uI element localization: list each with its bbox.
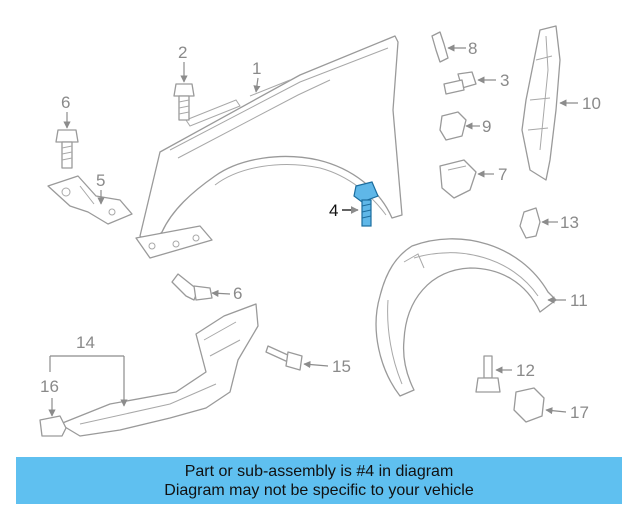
callout-14: 14 (76, 333, 95, 352)
callout-15: 15 (332, 357, 351, 376)
callout-6-lower: 6 (233, 284, 242, 303)
seal-part-10[interactable] (521, 25, 561, 181)
callout-13: 13 (560, 213, 579, 232)
callout-3: 3 (500, 71, 509, 90)
callout-8: 8 (468, 39, 477, 58)
callout-10: 10 (582, 94, 601, 113)
callout-labels: 1 2 3 4 5 6 6 7 8 9 10 11 12 13 14 15 16… (40, 39, 601, 422)
callout-16: 16 (40, 377, 59, 396)
bolt-part-6-lower[interactable] (171, 273, 213, 301)
callout-4: 4 (329, 201, 338, 220)
banner-line-disclaimer: Diagram may not be specific to your vehi… (164, 481, 474, 499)
block-part-17[interactable] (513, 387, 545, 423)
liner-part-11[interactable] (375, 238, 557, 397)
bolt-part-3[interactable] (443, 71, 477, 95)
banner-line-part-number: Part or sub-assembly is #4 in diagram (184, 462, 454, 480)
bolt-part-6-upper[interactable] (55, 129, 79, 169)
bolt-part-4-highlighted[interactable] (353, 181, 379, 227)
callout-9: 9 (482, 117, 491, 136)
callout-17: 17 (570, 403, 589, 422)
callout-2: 2 (178, 43, 187, 62)
callout-1: 1 (252, 59, 261, 78)
callout-7: 7 (498, 165, 507, 184)
block-part-7[interactable] (439, 159, 477, 199)
bolt-part-2[interactable] (173, 83, 195, 121)
bolt-part-12[interactable] (475, 355, 501, 393)
cap-part-9[interactable] (439, 111, 467, 141)
clip-part-13[interactable] (519, 207, 541, 239)
clip-part-8[interactable] (431, 31, 449, 63)
undercover-part-14[interactable] (59, 303, 259, 437)
callout-5: 5 (96, 171, 105, 190)
bolt-part-15[interactable] (265, 345, 303, 371)
bracket-part-5[interactable] (47, 175, 133, 225)
callout-6-upper: 6 (61, 93, 70, 112)
info-banner: Part or sub-assembly is #4 in diagram Di… (16, 457, 622, 504)
block-part-16[interactable] (39, 415, 67, 437)
parts-diagram: 1 2 3 4 5 6 6 7 8 9 10 11 12 13 14 15 16… (39, 25, 601, 437)
callout-11: 11 (570, 291, 588, 310)
leader-lines (48, 44, 578, 417)
callout-12: 12 (516, 361, 535, 380)
